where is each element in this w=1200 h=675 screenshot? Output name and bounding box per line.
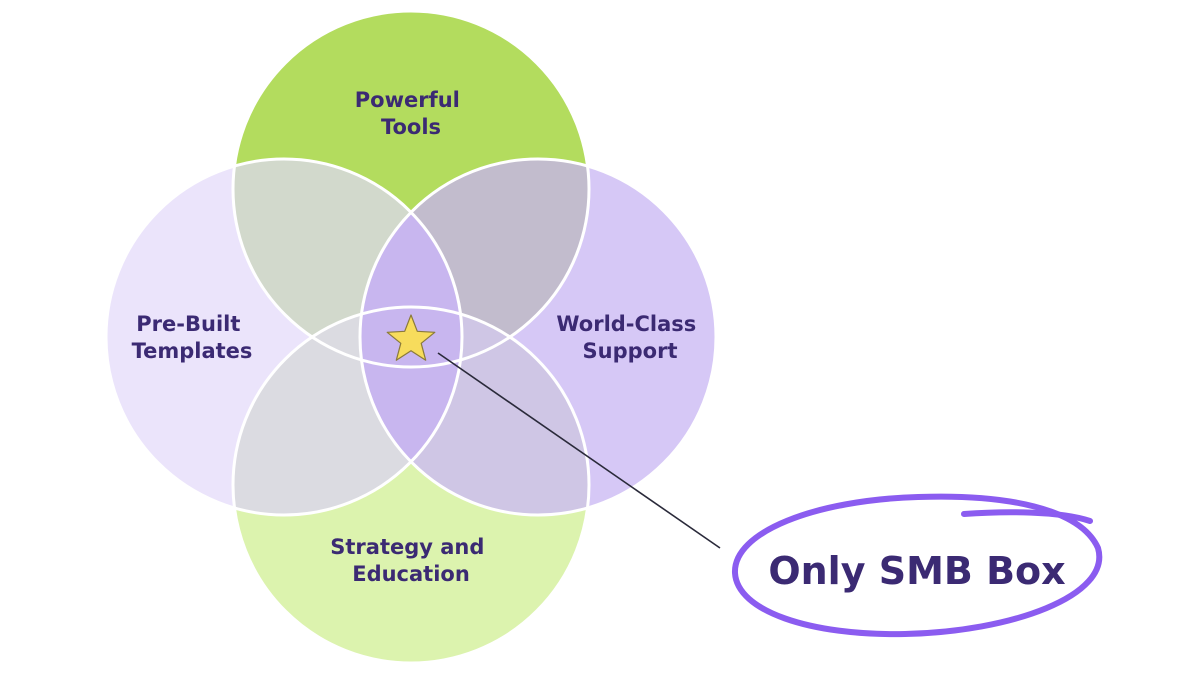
callout-leader-line	[437, 352, 721, 549]
circle-outlines	[104, 9, 718, 665]
callout-label: Only SMB Box	[768, 549, 1065, 593]
label-strategy-and-education: Strategy and Education	[330, 535, 491, 586]
label-powerful-tools: Powerful Tools	[355, 88, 467, 139]
label-pre-built-templates: Pre-Built Templates	[132, 312, 253, 363]
star-icon	[386, 314, 436, 361]
callout-ring	[731, 493, 1103, 638]
label-world-class-support: World-Class Support	[556, 312, 703, 363]
